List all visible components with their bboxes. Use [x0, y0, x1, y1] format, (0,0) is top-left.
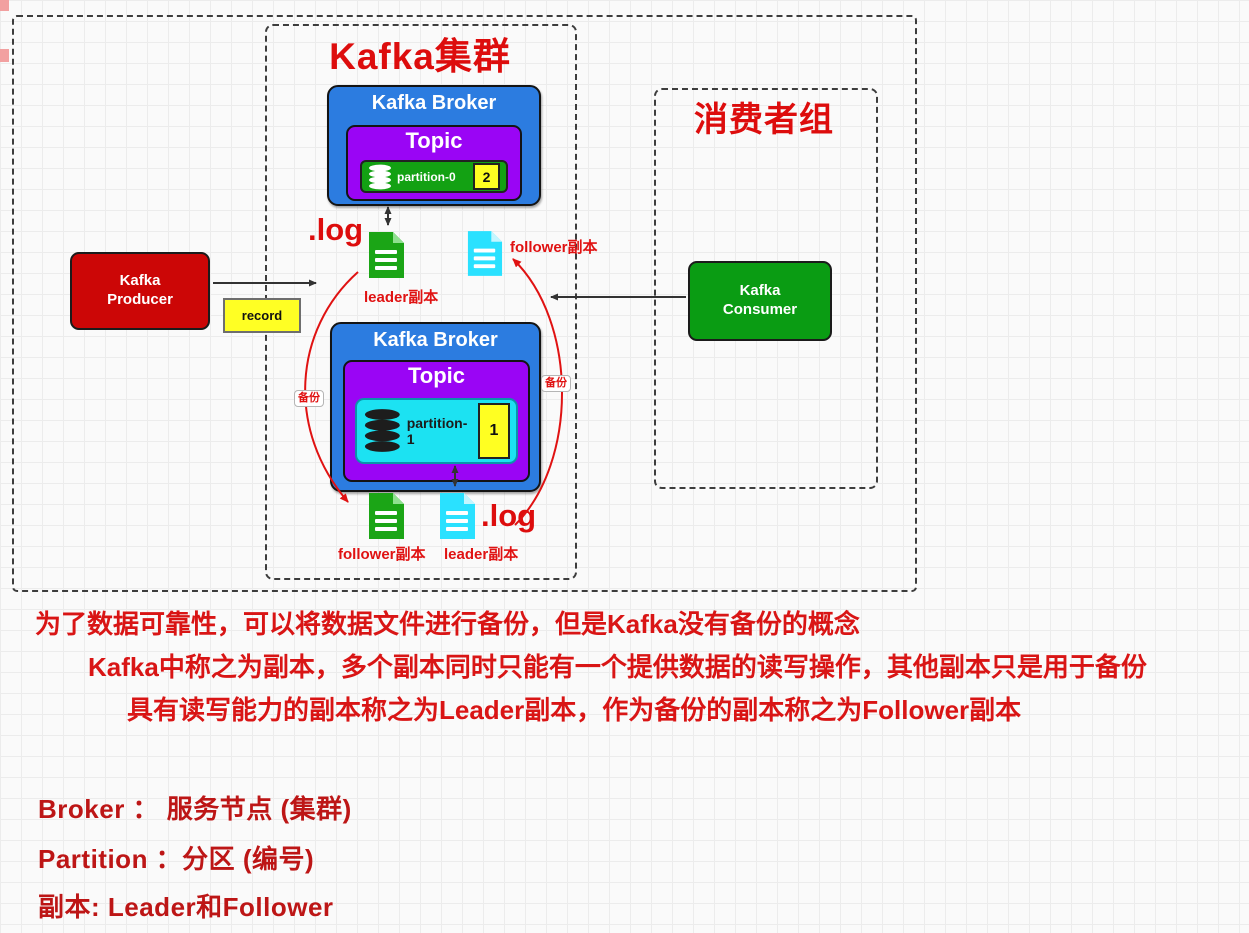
record-box: record [223, 298, 301, 333]
leader-file-icon-top [366, 230, 406, 280]
follower-replica-top-label: follower副本 [510, 239, 598, 256]
log-label-bottom: .log [481, 498, 537, 533]
backup-chip-left: 备份 [294, 390, 324, 408]
follower-replica-bottom-label: follower副本 [338, 546, 426, 563]
partition-0-label: partition-0 [397, 169, 456, 184]
broker-bottom-title: Kafka Broker [373, 329, 498, 351]
backup-chip-right: 备份 [541, 375, 571, 393]
partition-row-0: partition-0 2 [360, 160, 508, 193]
note-line-3: 具有读写能力的副本称之为Leader副本，作为备份的副本称之为Follower副… [127, 695, 1022, 725]
topic-top-title: Topic [405, 128, 463, 153]
partition-0-badge: 2 [473, 163, 500, 190]
kafka-producer-label: Kafka Producer [107, 272, 173, 308]
kafka-consumer-node: Kafka Consumer [688, 261, 832, 341]
topic-box-top: Topic partition-0 2 [346, 125, 522, 201]
kafka-consumer-label: Kafka Consumer [722, 282, 798, 318]
kafka-producer-node: Kafka Producer [70, 252, 210, 330]
consumer-group-title: 消费者组 [694, 101, 834, 139]
arrows-layer [213, 206, 686, 526]
note-line-1: 为了数据可靠性，可以将数据文件进行备份，但是Kafka没有备份的概念 [35, 609, 860, 639]
definition-replica: 副本: Leader和Follower [38, 892, 334, 922]
follower-file-icon-bottom [366, 491, 406, 541]
log-label-top: .log [308, 212, 364, 247]
topic-box-bottom: Topic partition-1 1 [343, 360, 530, 482]
edge-artifact [0, 49, 9, 62]
outer-frame [12, 15, 917, 592]
broker-top: Kafka Broker Topic partition-0 2 [327, 85, 541, 206]
definition-partition: Partition ：分区 (编号) [38, 844, 315, 874]
broker-bottom: Kafka Broker Topic partition-1 1 [330, 322, 541, 492]
partition-row-1: partition-1 1 [355, 398, 518, 464]
database-icon [369, 164, 391, 189]
edge-artifact [0, 0, 9, 11]
consumer-group-box [654, 88, 878, 489]
partition-1-label: partition-1 [406, 415, 468, 447]
follower-file-icon-top [465, 229, 504, 278]
database-icon [364, 409, 400, 452]
note-line-2: Kafka中称之为副本，多个副本同时只能有一个提供数据的读写操作，其他副本只是用… [88, 652, 1147, 682]
partition-1-badge: 1 [477, 403, 510, 459]
definition-broker: Broker ： 服务节点 (集群) [38, 794, 352, 824]
leader-replica-top-label: leader副本 [364, 289, 439, 306]
record-label: record [241, 308, 283, 323]
cluster-title: Kafka集群 [329, 36, 511, 77]
leader-file-icon-bottom [437, 491, 477, 541]
broker-top-title: Kafka Broker [371, 92, 497, 114]
topic-bottom-title: Topic [407, 363, 466, 388]
leader-replica-bottom-label: leader副本 [444, 546, 519, 563]
backup-arrow-left [304, 271, 359, 503]
